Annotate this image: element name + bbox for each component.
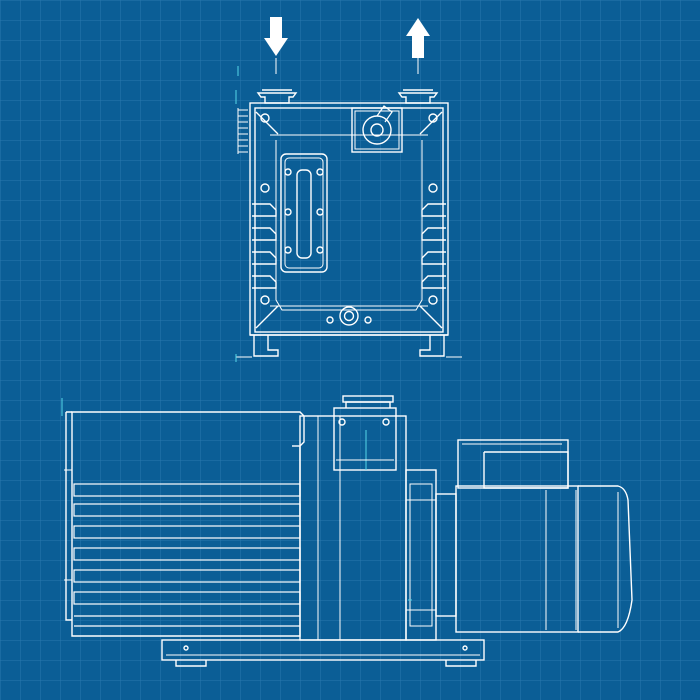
dimension-marks-top (235, 66, 239, 362)
arrow-down-icon (264, 17, 288, 56)
motor (455, 485, 633, 633)
motor-terminal-box (457, 439, 569, 489)
dimension-marks-side (61, 398, 412, 601)
gas-ballast-valve (351, 105, 403, 153)
bolt-holes (260, 113, 438, 324)
oil-sight-glass (280, 153, 328, 273)
drain-plug (339, 306, 359, 326)
oil-reservoir-housing (64, 411, 305, 637)
pump-side-view (64, 395, 633, 667)
cooling-fins-left (252, 203, 277, 289)
pump-feet (236, 334, 462, 358)
pump-base-plate (161, 639, 485, 667)
side-ribbing (237, 108, 248, 154)
pump-front-view (236, 17, 462, 358)
arrow-up-icon (406, 18, 430, 58)
cooling-fins-right (421, 203, 446, 289)
